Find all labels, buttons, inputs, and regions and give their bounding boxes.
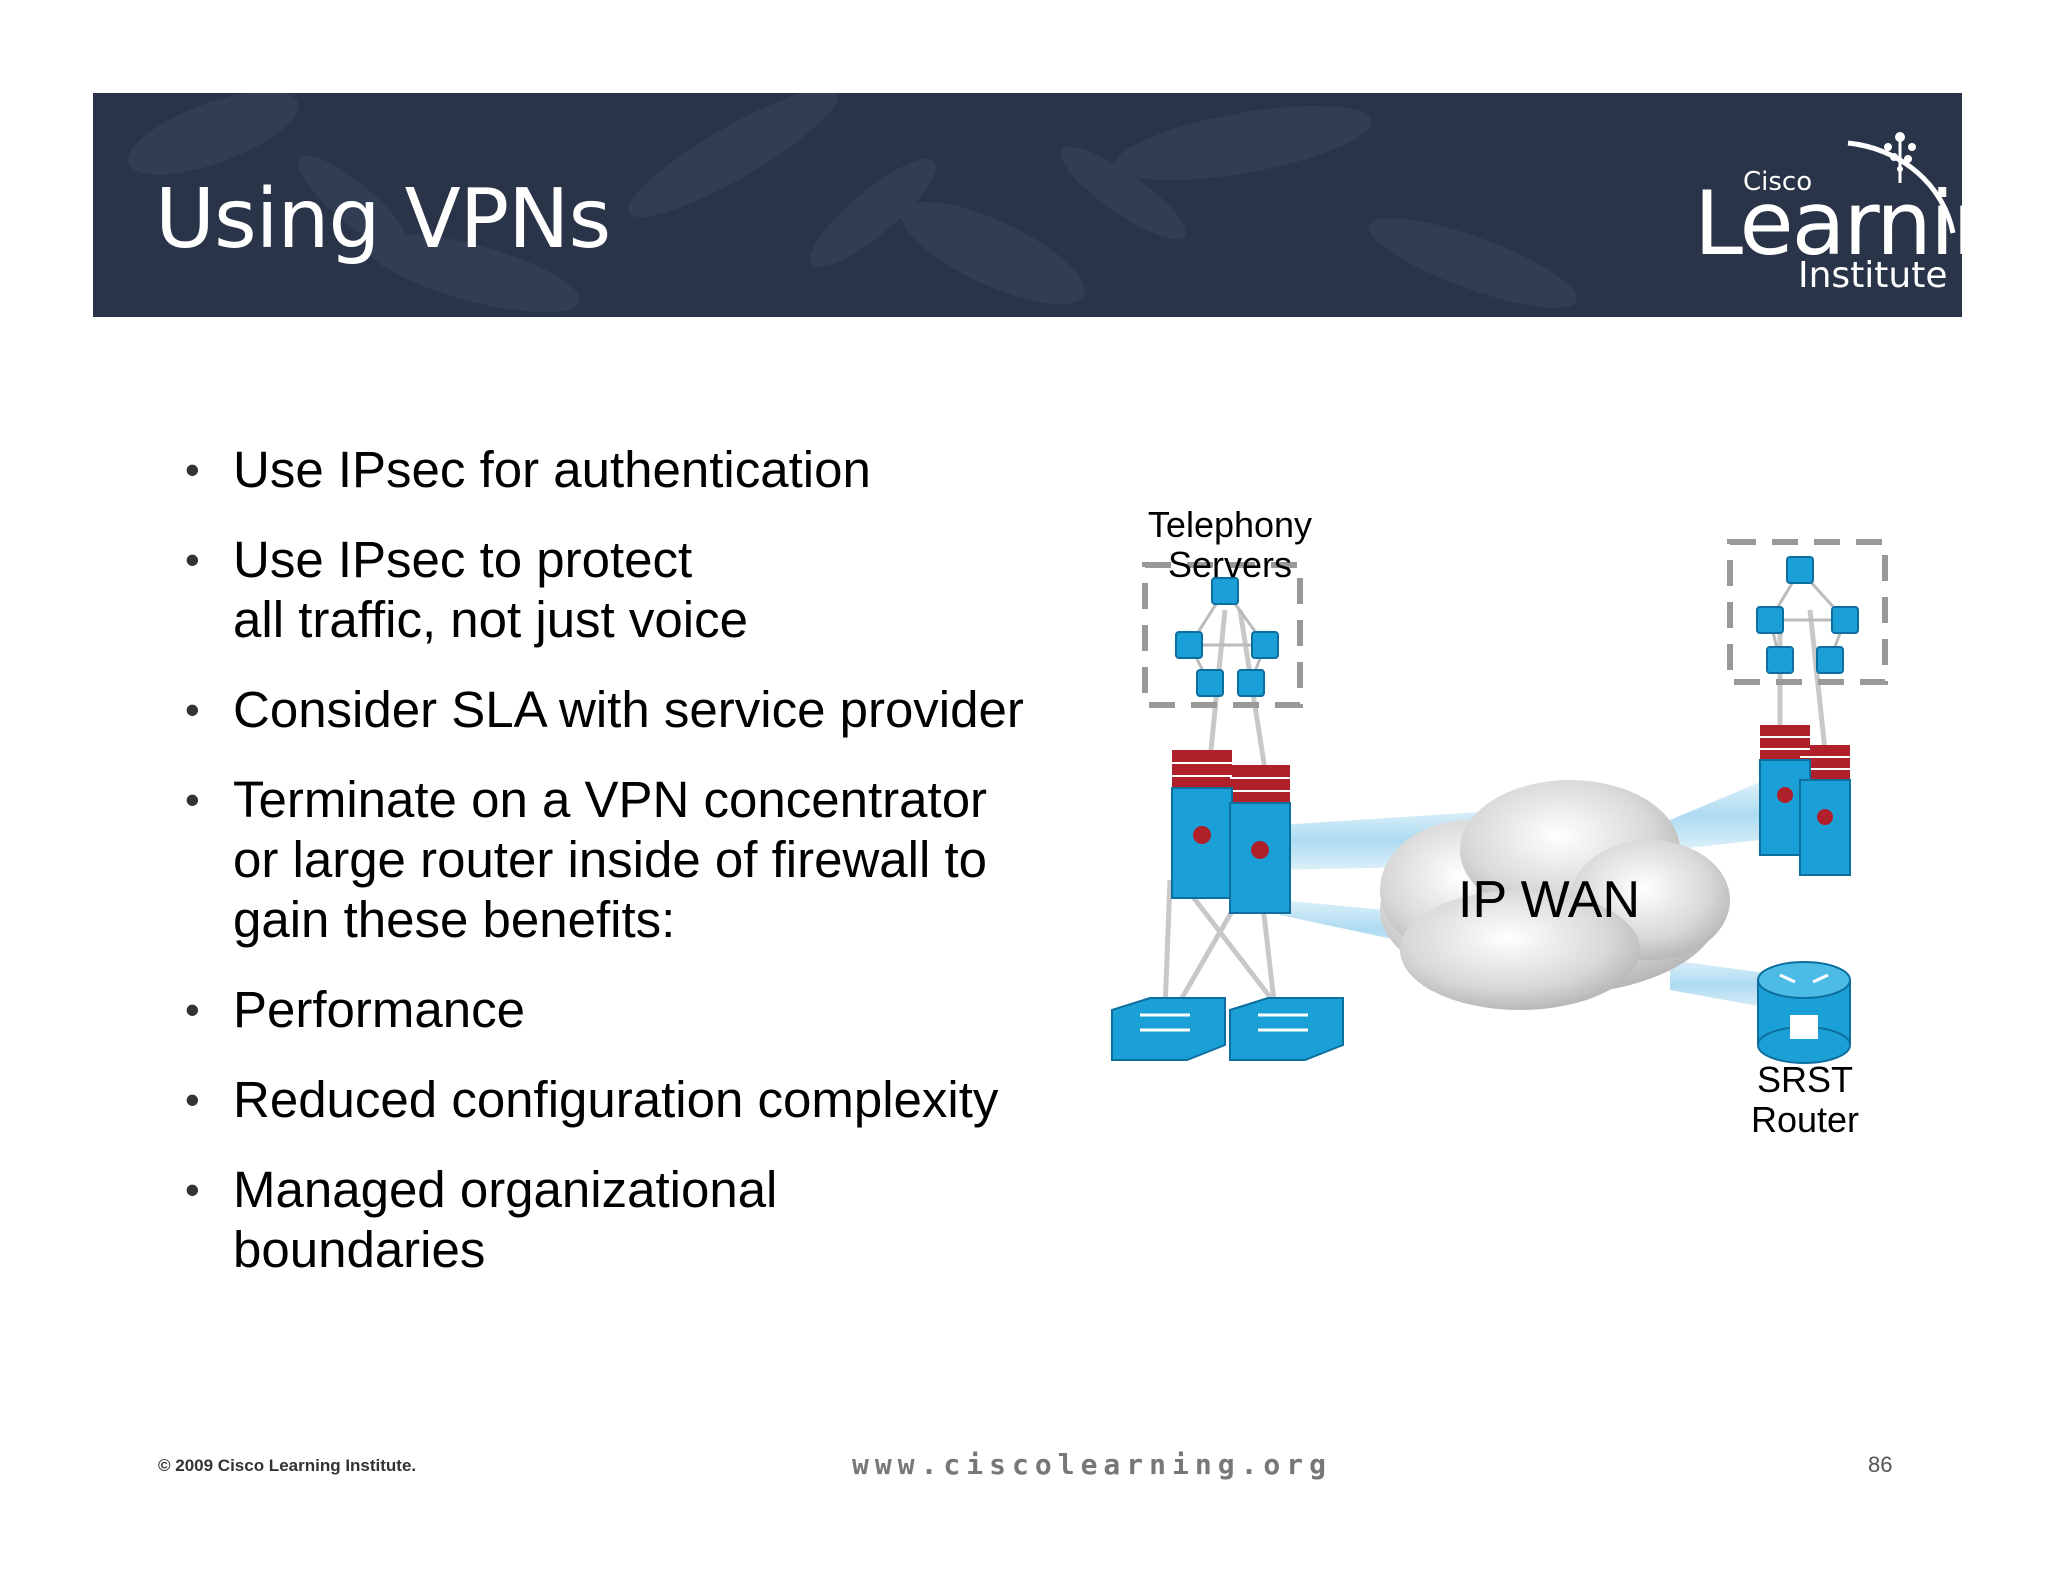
srst-router-icon (1757, 961, 1851, 1064)
hq-firewall-switch-stack (1171, 750, 1291, 914)
logo-institute-text: Institute (1798, 255, 1948, 296)
network-diagram: Telephony Servers IP WAN SRST Router (1090, 505, 1910, 1140)
bullet-dot-icon: • (185, 536, 200, 583)
remote-server-icons (1756, 556, 1859, 674)
logo-arc-icon (1847, 132, 1956, 234)
diagram-graphics (1111, 539, 1888, 1064)
logo-learning-text: Learning (1694, 172, 1962, 275)
telephony-server-icons (1175, 577, 1279, 697)
cisco-learning-institute-logo: Cisco Learning Institute (1598, 93, 1962, 317)
bullet-item: • Reduced configuration complexity (185, 1070, 1085, 1130)
bullet-text: Performance (233, 981, 525, 1038)
logo-cisco-text: Cisco (1743, 167, 1813, 197)
bullet-item: • Use IPsec to protect all traffic, not j… (185, 530, 1085, 650)
srst-router-label: SRST Router (1750, 1059, 1860, 1140)
bullet-text: Consider SLA with service provider (233, 681, 1024, 738)
bullet-dot-icon: • (185, 446, 200, 493)
bullet-item: • Consider SLA with service provider (185, 680, 1085, 740)
ip-wan-cloud (1380, 780, 1730, 1010)
page-title: Using VPNs (155, 172, 611, 267)
bullet-item: • Terminate on a VPN concentrator or larg… (185, 770, 1085, 950)
bullet-text: Managed organizational boundaries (233, 1161, 778, 1278)
bullet-item: • Use IPsec for authentication (185, 440, 1085, 500)
bullet-text: Terminate on a VPN concentrator or large… (233, 771, 988, 948)
telephony-group-box (1142, 562, 1303, 708)
page-number: 86 (1868, 1452, 1893, 1477)
access-switch-icons (1111, 997, 1344, 1061)
bullet-item: • Performance (185, 980, 1085, 1040)
bullet-dot-icon: • (185, 776, 200, 823)
banner-texture (127, 93, 1577, 313)
bullet-dot-icon: • (185, 686, 200, 733)
bullet-dot-icon: • (185, 1166, 200, 1213)
vpn-tunnel-right-lower (1670, 960, 1780, 1010)
telephony-servers-label: Telephony Servers (1147, 504, 1313, 585)
vpn-tunnel-right-upper (1670, 782, 1760, 850)
remote-group-box (1727, 539, 1888, 685)
bullet-text: Reduced configuration complexity (233, 1071, 999, 1128)
bullet-text: Use IPsec for authentication (233, 441, 871, 498)
remote-firewall-switch-stack (1759, 725, 1851, 876)
bullet-dot-icon: • (185, 1076, 200, 1123)
copyright-text: © 2009 Cisco Learning Institute. (158, 1456, 417, 1475)
ip-wan-label: IP WAN (1458, 871, 1641, 929)
title-banner: Using VPNs Cisco Learning Institute (93, 93, 1962, 317)
bullet-item: • Managed organizational boundaries (185, 1160, 1085, 1280)
bullet-dot-icon: • (185, 986, 200, 1033)
website-url: www.ciscolearning.org (852, 1448, 1333, 1481)
bullet-text: Use IPsec to protect all traffic, not ju… (233, 531, 748, 648)
bullet-list: • Use IPsec for authentication • Use IPsec… (185, 440, 1085, 1310)
